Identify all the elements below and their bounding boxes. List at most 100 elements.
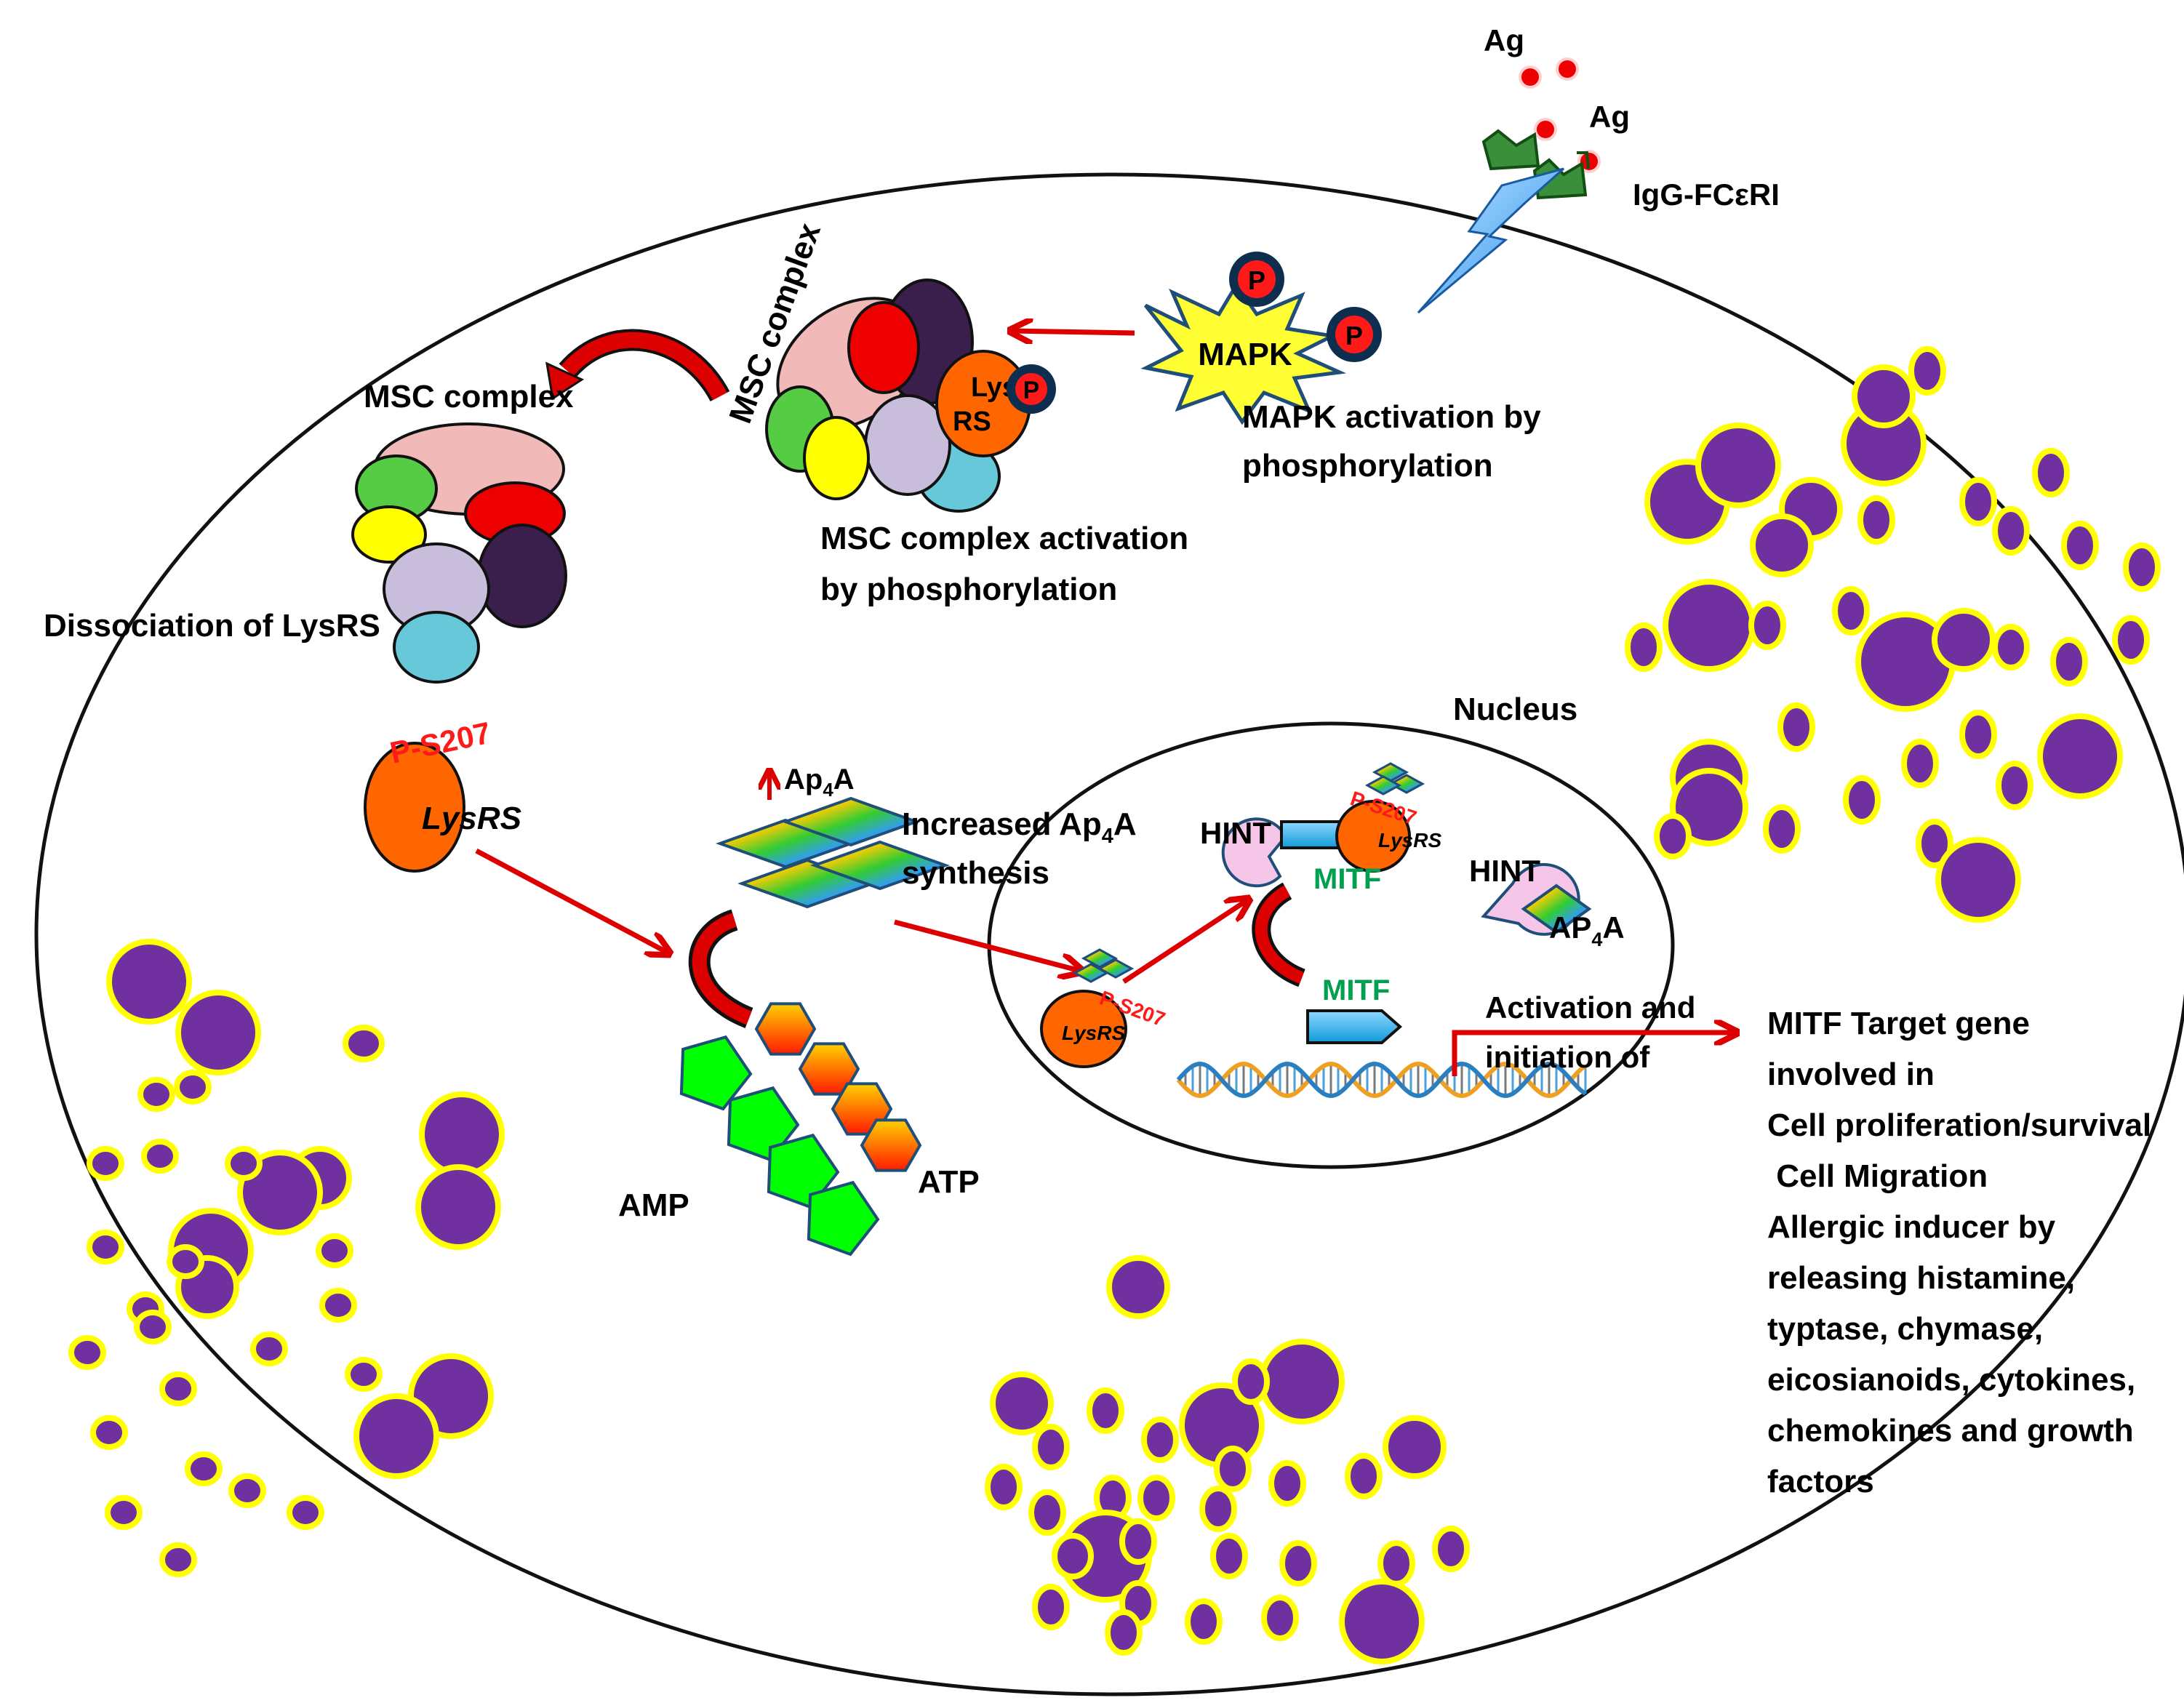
msc-complex-dissociated (351, 422, 567, 684)
granule (1916, 819, 1953, 868)
target-list-line: factors (1767, 1464, 1874, 1499)
granule (1959, 477, 1997, 526)
granule (990, 1371, 1054, 1435)
granule (1832, 586, 1870, 636)
target-list-line: eicosianoids, cytokines, (1767, 1362, 2135, 1398)
granule (1345, 1453, 1383, 1499)
granule (1199, 1486, 1237, 1532)
granule-group (68, 346, 2161, 1664)
granule (250, 1331, 288, 1366)
hint-label-1: HINT (1200, 816, 1271, 850)
granule (1992, 624, 2030, 670)
granule (159, 1542, 197, 1577)
msc-caption-1: MSC complex activation (820, 521, 1188, 556)
granule (1214, 1446, 1252, 1492)
antigen-label-top: Ag (1484, 23, 1524, 57)
granule (237, 1150, 323, 1235)
arrow-icon (1122, 900, 1247, 984)
target-list-line: Cell Migration (1767, 1158, 1988, 1194)
arrow-icon (475, 848, 668, 953)
target-list-line: MITF Target gene (1767, 1006, 2030, 1041)
granule (2037, 713, 2123, 799)
lysrs-nucleus (1040, 990, 1127, 1068)
granule (106, 939, 192, 1025)
granule (1119, 1518, 1157, 1565)
amp-pentagon (679, 1035, 753, 1111)
increased-label-2: synthesis (902, 855, 1049, 891)
granule (1625, 622, 1663, 672)
granule (175, 990, 261, 1075)
phospho-icon: P (1229, 252, 1284, 307)
target-list-line: releasing histamine, (1767, 1260, 2075, 1296)
dissociation-label: Dissociation of LysRS (44, 608, 380, 644)
atp-label: ATP (918, 1164, 980, 1200)
msc-complex-active: Lys RS (765, 279, 1031, 513)
phospho-icon: P (1327, 307, 1382, 362)
dna-helix-icon (1176, 1062, 1587, 1098)
granule (228, 1473, 266, 1508)
granule (137, 1077, 175, 1112)
antigen-dot (1556, 57, 1579, 81)
ap4a-diamond-group (716, 796, 950, 909)
target-list-line: Allergic inducer by (1767, 1209, 2056, 1245)
mapk-caption-2: phosphorylation (1242, 448, 1493, 484)
granule (415, 1164, 501, 1250)
ap4a-nucleus-label: AP4A (1549, 910, 1625, 950)
mitf-gene-arrow (1306, 1009, 1403, 1044)
ap4a-label-top: Ap4A (784, 764, 855, 801)
granule (1857, 495, 1895, 545)
granule (87, 1146, 124, 1181)
granule (141, 1139, 179, 1174)
mitf-green-label: MITF (1313, 863, 1381, 895)
granule (90, 1415, 128, 1450)
granule (1106, 1255, 1170, 1319)
lysrs-upper-label: LysRS (1378, 829, 1441, 852)
activation-arrow-icon (1452, 1033, 1735, 1076)
mapk-star (1140, 281, 1347, 425)
granule (225, 1146, 263, 1181)
granule (87, 1230, 124, 1265)
granule (1383, 1415, 1447, 1479)
granule (353, 1393, 439, 1479)
enzyme-icon (692, 913, 752, 1025)
antigen-dot (1519, 65, 1542, 89)
granule (1028, 1489, 1066, 1536)
mapk-caption-1: MAPK activation by (1242, 399, 1541, 435)
receptor-label: IgG-FCεRI (1633, 177, 1780, 212)
granule (319, 1288, 357, 1323)
lysrs-label: LysRS (422, 801, 521, 836)
granule (1996, 761, 2033, 810)
amp-pentagon (727, 1086, 800, 1162)
granule (2112, 615, 2150, 665)
ap4a-diamond (1521, 883, 1592, 934)
granule (1843, 775, 1881, 825)
receptor-shape (1532, 158, 1588, 200)
granule (287, 1495, 324, 1530)
nucleus-label: Nucleus (1453, 692, 1577, 727)
receptor-shape (1481, 129, 1540, 171)
granule (1901, 739, 1939, 788)
granule (185, 1451, 223, 1486)
arrow-icon (1012, 331, 1135, 333)
granule (1670, 768, 1748, 846)
msc-caption-2: by phosphorylation (820, 572, 1117, 607)
granule (1032, 1584, 1070, 1630)
target-list-line: chemokines and growth (1767, 1413, 2134, 1448)
hint-label-2: HINT (1469, 854, 1540, 888)
granule (1052, 1533, 1094, 1579)
nucleus-membrane (987, 721, 1675, 1169)
granule (1777, 702, 1815, 752)
granule (1932, 608, 1996, 672)
rs-label: RS (953, 406, 991, 437)
target-list-line: involved in (1767, 1057, 1935, 1092)
amp-label: AMP (618, 1187, 689, 1223)
target-list-line: typtase, chymase, (1767, 1311, 2043, 1347)
granule (159, 1371, 197, 1406)
granule (343, 1025, 385, 1062)
receptor-group (1481, 57, 1601, 200)
granule (2061, 521, 2099, 570)
granule (105, 1495, 143, 1530)
antigen-dot (1534, 118, 1557, 141)
hint-mitf-complex (1221, 762, 1425, 888)
